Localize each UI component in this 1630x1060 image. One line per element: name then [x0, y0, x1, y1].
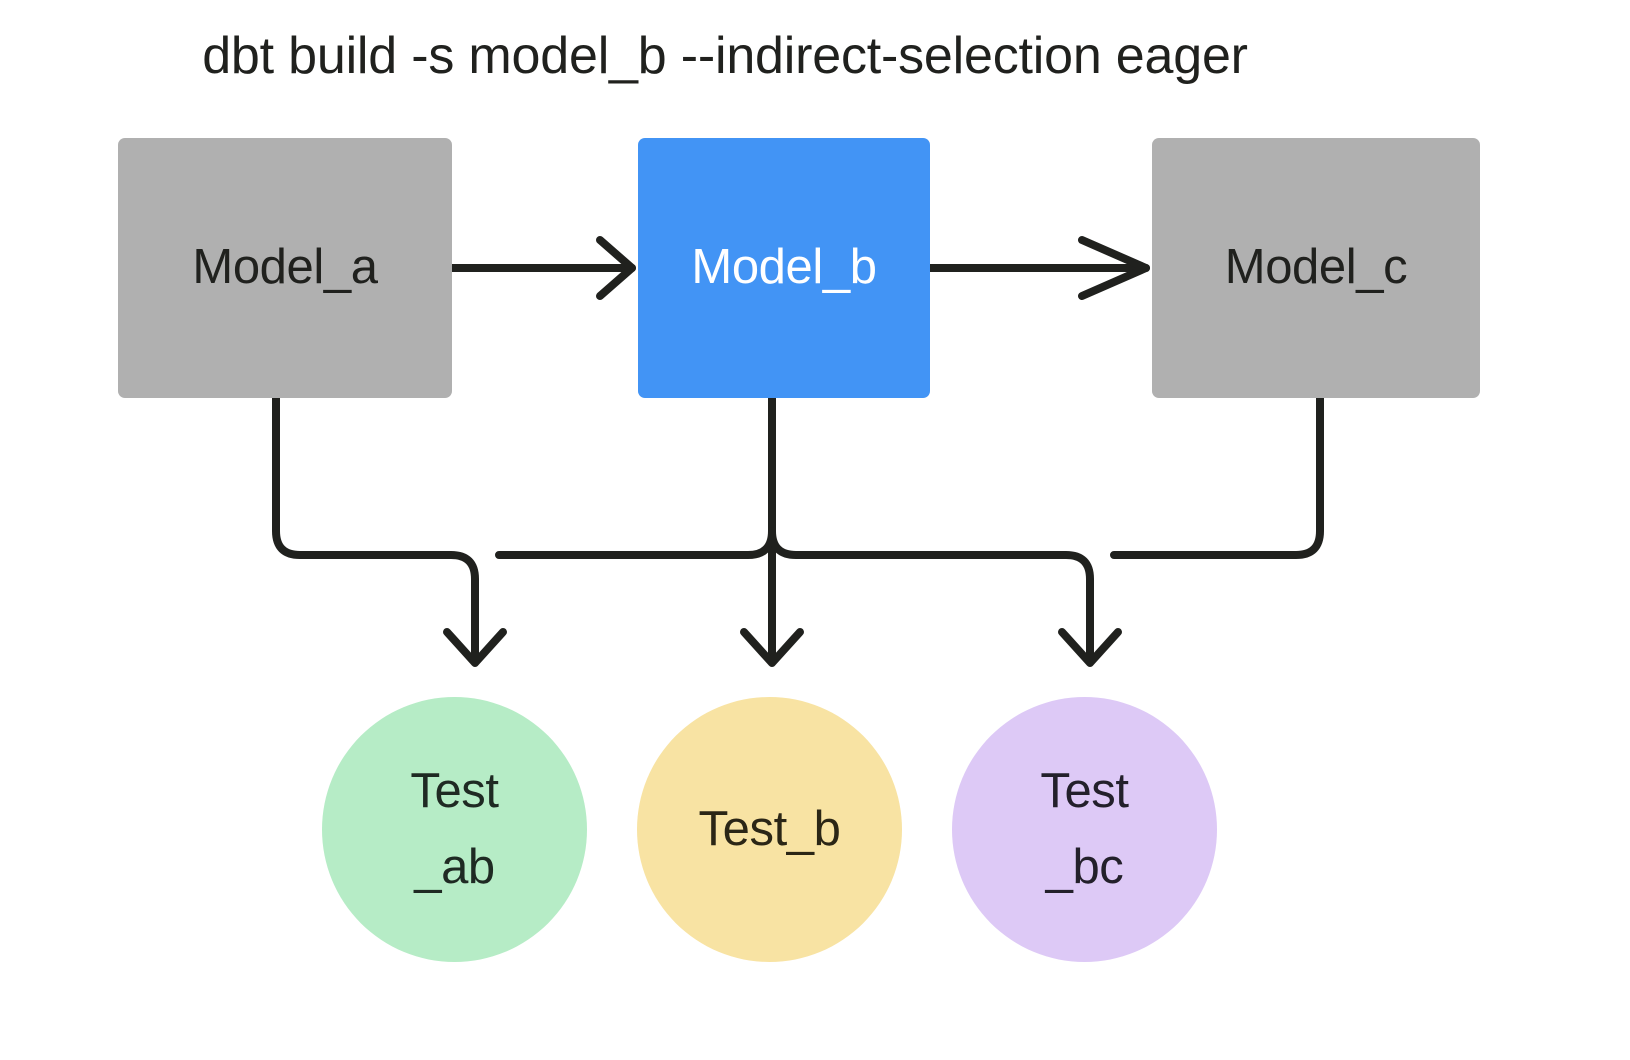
node-test-bc-label-line2: _bc: [1045, 839, 1124, 894]
diagram-title: dbt build -s model_b --indirect-selectio…: [202, 27, 1248, 85]
node-test-b-label-line1: Test_b: [698, 801, 841, 856]
edge-model-b-to-model-c: [926, 236, 1150, 300]
node-model-b-label: Model_b: [691, 240, 877, 295]
node-test-ab-label-line2: _ab: [414, 839, 495, 894]
node-model-c-label: Model_c: [1224, 240, 1408, 295]
edge-model-a-to-model-b: [448, 236, 636, 300]
edge-model-b-to-test-b: [740, 394, 804, 667]
edge-model-a-to-test-ab: [272, 394, 507, 667]
node-model-b[interactable]: Model_b: [638, 138, 930, 398]
node-test-ab-label-line1: Test: [410, 763, 499, 818]
edge-model-c-to-test-bc: [1110, 394, 1324, 559]
node-test-bc-label-line1: Test: [1040, 763, 1129, 818]
node-model-a-label: Model_a: [192, 240, 378, 295]
node-model-c[interactable]: Model_c: [1152, 138, 1480, 398]
edge-model-b-to-test-ab: [495, 394, 776, 559]
node-test-b[interactable]: Test_b: [637, 697, 902, 962]
edge-model-b-to-test-bc: [768, 527, 1122, 667]
node-test-bc[interactable]: Test _bc: [952, 697, 1217, 962]
node-model-a[interactable]: Model_a: [118, 138, 452, 398]
node-test-ab[interactable]: Test _ab: [322, 697, 587, 962]
